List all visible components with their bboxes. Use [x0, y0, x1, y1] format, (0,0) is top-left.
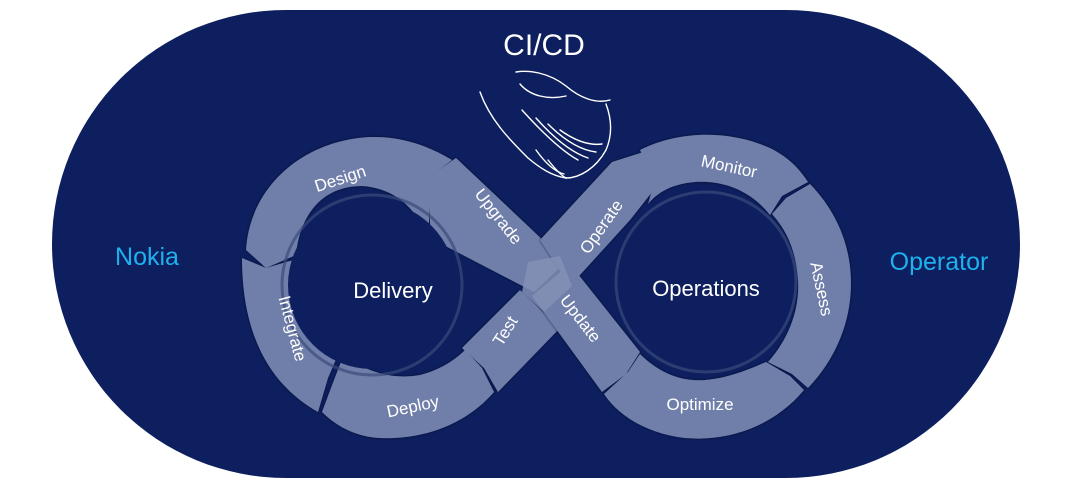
inner-ring-arrows [280, 190, 798, 377]
crossing-overlap [522, 256, 572, 312]
delivery-center-label: Delivery [353, 278, 432, 303]
operations-segment-operate [540, 150, 660, 286]
delivery-segment-upgrade [430, 158, 566, 292]
stage-label-optimize: Optimize [666, 395, 733, 414]
operations-segment-assess [768, 184, 851, 388]
operations-center-label: Operations [652, 276, 760, 301]
delivery-center-disc [288, 201, 456, 369]
operations-segment-monitor [640, 134, 808, 215]
delivery-segment-deploy [322, 350, 494, 439]
diagram-title: CI/CD [503, 29, 585, 62]
left-party-label: Nokia [115, 243, 179, 271]
operations-center-disc [622, 198, 790, 366]
right-party-label: Operator [890, 248, 989, 276]
delivery-segment-test [462, 290, 560, 392]
handshake-icon [479, 70, 612, 179]
operations-segment-optimize [604, 354, 804, 439]
delivery-segment-integrate [242, 258, 340, 412]
